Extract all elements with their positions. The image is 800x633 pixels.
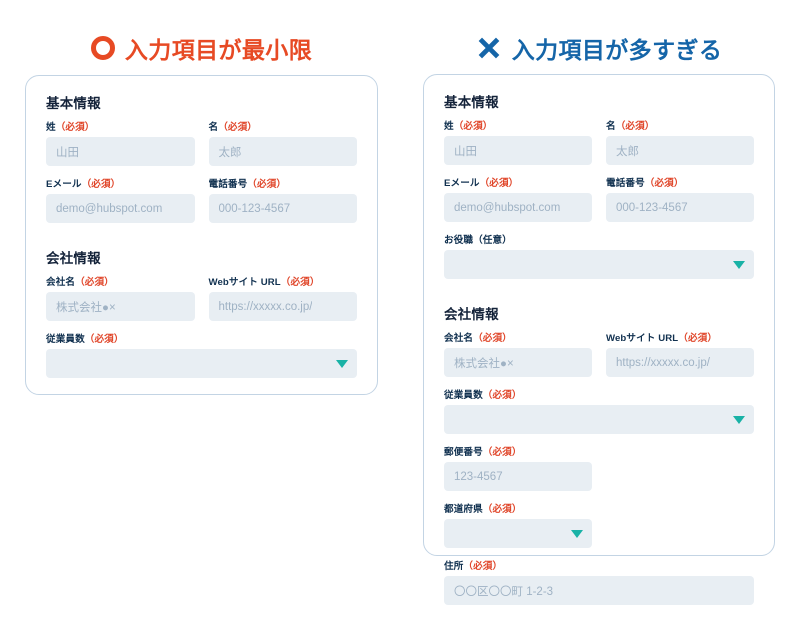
placeholder-text: 123-4567 xyxy=(454,470,503,483)
website-url-input[interactable]: https://xxxxx.co.jp/ xyxy=(208,292,357,321)
first-name-input[interactable]: 太郎 xyxy=(208,137,357,166)
column-title-text: 入力項目が最小限 xyxy=(124,37,313,63)
column-heading-good: 入力項目が最小限 xyxy=(25,28,378,68)
field-label: Webサイト URL（必須） xyxy=(606,333,718,344)
field-row: お役職（任意） xyxy=(444,232,754,289)
section-title-basic: 基本情報 xyxy=(46,96,101,111)
column-heading-bad: 入力項目が多すぎる xyxy=(423,28,775,68)
company-name-input[interactable]: 株式会社●× xyxy=(46,292,195,321)
field-phone: 電話番号（必須） 000-123-4567 xyxy=(208,176,357,223)
circle-icon xyxy=(90,36,115,60)
field-last-name: 姓（必須） 山田 xyxy=(46,119,195,166)
field-employee-count: 従業員数（必須） xyxy=(46,331,357,378)
placeholder-text: 太郎 xyxy=(218,146,242,159)
form-card-bad: 基本情報 姓（必須） 山田 名（必須） 太郎 Eメール（必須） xyxy=(423,74,775,605)
chevron-down-icon xyxy=(336,359,348,368)
field-job-title: お役職（任意） xyxy=(444,232,754,279)
column-title-text: 入力項目が多すぎる xyxy=(511,37,723,63)
email-input[interactable]: demo@hubspot.com xyxy=(46,194,195,223)
field-address: 住所（必須） 〇〇区〇〇町 1-2-3 xyxy=(444,558,754,605)
field-label: Eメール（必須） xyxy=(46,179,121,190)
field-website-url: Webサイト URL（必須） https://xxxxx.co.jp/ xyxy=(208,274,357,321)
placeholder-text: https://xxxxx.co.jp/ xyxy=(218,300,313,313)
placeholder-text: 株式会社●× xyxy=(56,301,116,314)
placeholder-text: 000-123-4567 xyxy=(616,201,688,214)
first-name-input[interactable]: 太郎 xyxy=(606,136,754,165)
field-label: 名（必須） xyxy=(606,121,655,132)
section-title-company: 会社情報 xyxy=(444,307,499,322)
phone-input[interactable]: 000-123-4567 xyxy=(208,194,357,223)
field-company-name: 会社名（必須） 株式会社●× xyxy=(46,274,195,321)
placeholder-text: https://xxxxx.co.jp/ xyxy=(616,356,710,369)
field-row: 会社名（必須） 株式会社●× Webサイト URL（必須） https://xx… xyxy=(46,274,357,331)
placeholder-text: demo@hubspot.com xyxy=(454,201,561,214)
chevron-down-icon xyxy=(733,260,745,269)
field-row: 従業員数（必須） xyxy=(46,331,357,388)
field-last-name: 姓（必須） 山田 xyxy=(444,118,592,165)
field-label: 名（必須） xyxy=(208,122,257,133)
website-url-input[interactable]: https://xxxxx.co.jp/ xyxy=(606,348,754,377)
field-email: Eメール（必須） demo@hubspot.com xyxy=(444,175,592,222)
placeholder-text: 山田 xyxy=(454,145,477,158)
field-website-url: Webサイト URL（必須） https://xxxxx.co.jp/ xyxy=(606,330,754,377)
field-row: 住所（必須） 〇〇区〇〇町 1-2-3 xyxy=(444,558,754,615)
placeholder-text: 〇〇区〇〇町 1-2-3 xyxy=(454,585,554,598)
phone-input[interactable]: 000-123-4567 xyxy=(606,193,754,222)
field-label: 会社名（必須） xyxy=(444,333,512,344)
field-phone: 電話番号（必須） 000-123-4567 xyxy=(606,175,754,222)
field-row: 会社名（必須） 株式会社●× Webサイト URL（必須） https://xx… xyxy=(444,330,754,387)
field-row: 都道府県（必須） xyxy=(444,501,754,558)
field-prefecture: 都道府県（必須） xyxy=(444,501,592,548)
email-input[interactable]: demo@hubspot.com xyxy=(444,193,592,222)
field-label: Webサイト URL（必須） xyxy=(208,277,320,288)
field-label: 郵便番号（必須） xyxy=(444,447,522,458)
last-name-input[interactable]: 山田 xyxy=(46,137,195,166)
field-row: 郵便番号（必須） 123-4567 xyxy=(444,444,754,501)
chevron-down-icon xyxy=(733,415,745,424)
field-employee-count: 従業員数（必須） xyxy=(444,387,754,434)
field-label: 電話番号（必須） xyxy=(606,178,684,189)
field-row: Eメール（必須） demo@hubspot.com 電話番号（必須） 000-1… xyxy=(444,175,754,232)
field-label: 姓（必須） xyxy=(46,122,95,133)
company-name-input[interactable]: 株式会社●× xyxy=(444,348,592,377)
prefecture-select[interactable] xyxy=(444,519,592,548)
field-label: 会社名（必須） xyxy=(46,277,114,288)
form-card-good: 基本情報 姓（必須） 山田 名（必須） 太郎 Eメール（必須） xyxy=(25,75,378,395)
field-label: Eメール（必須） xyxy=(444,178,519,189)
field-label: 電話番号（必須） xyxy=(208,179,287,190)
field-label: 従業員数（必須） xyxy=(46,334,124,345)
placeholder-text: 株式会社●× xyxy=(454,357,514,370)
field-first-name: 名（必須） 太郎 xyxy=(606,118,754,165)
field-label: 住所（必須） xyxy=(444,561,503,572)
chevron-down-icon xyxy=(571,529,583,538)
job-title-select[interactable] xyxy=(444,250,754,279)
address-input[interactable]: 〇〇区〇〇町 1-2-3 xyxy=(444,576,754,605)
field-email: Eメール（必須） demo@hubspot.com xyxy=(46,176,195,223)
field-row: 姓（必須） 山田 名（必須） 太郎 xyxy=(444,118,754,175)
field-label: 都道府県（必須） xyxy=(444,504,522,515)
section-title-basic: 基本情報 xyxy=(444,95,499,110)
field-company-name: 会社名（必須） 株式会社●× xyxy=(444,330,592,377)
last-name-input[interactable]: 山田 xyxy=(444,136,592,165)
placeholder-text: demo@hubspot.com xyxy=(56,202,163,215)
postal-code-input[interactable]: 123-4567 xyxy=(444,462,592,491)
section-title-company: 会社情報 xyxy=(46,251,101,266)
placeholder-text: 000-123-4567 xyxy=(218,202,291,215)
employee-count-select[interactable] xyxy=(46,349,357,378)
placeholder-text: 山田 xyxy=(56,146,79,159)
field-label: 従業員数（必須） xyxy=(444,390,522,401)
field-row: 従業員数（必須） xyxy=(444,387,754,444)
field-label: 姓（必須） xyxy=(444,121,493,132)
field-first-name: 名（必須） 太郎 xyxy=(208,119,357,166)
comparison-canvas: 入力項目が最小限 入力項目が多すぎる 基本情報 姓（必須） 山田 名（必須） xyxy=(25,28,775,605)
placeholder-text: 太郎 xyxy=(616,145,639,158)
field-row: 姓（必須） 山田 名（必須） 太郎 xyxy=(46,119,357,176)
field-row: Eメール（必須） demo@hubspot.com 電話番号（必須） 000-1… xyxy=(46,176,357,233)
cross-icon xyxy=(478,37,500,59)
field-label: お役職（任意） xyxy=(444,235,512,246)
field-postal-code: 郵便番号（必須） 123-4567 xyxy=(444,444,592,491)
employee-count-select[interactable] xyxy=(444,405,754,434)
